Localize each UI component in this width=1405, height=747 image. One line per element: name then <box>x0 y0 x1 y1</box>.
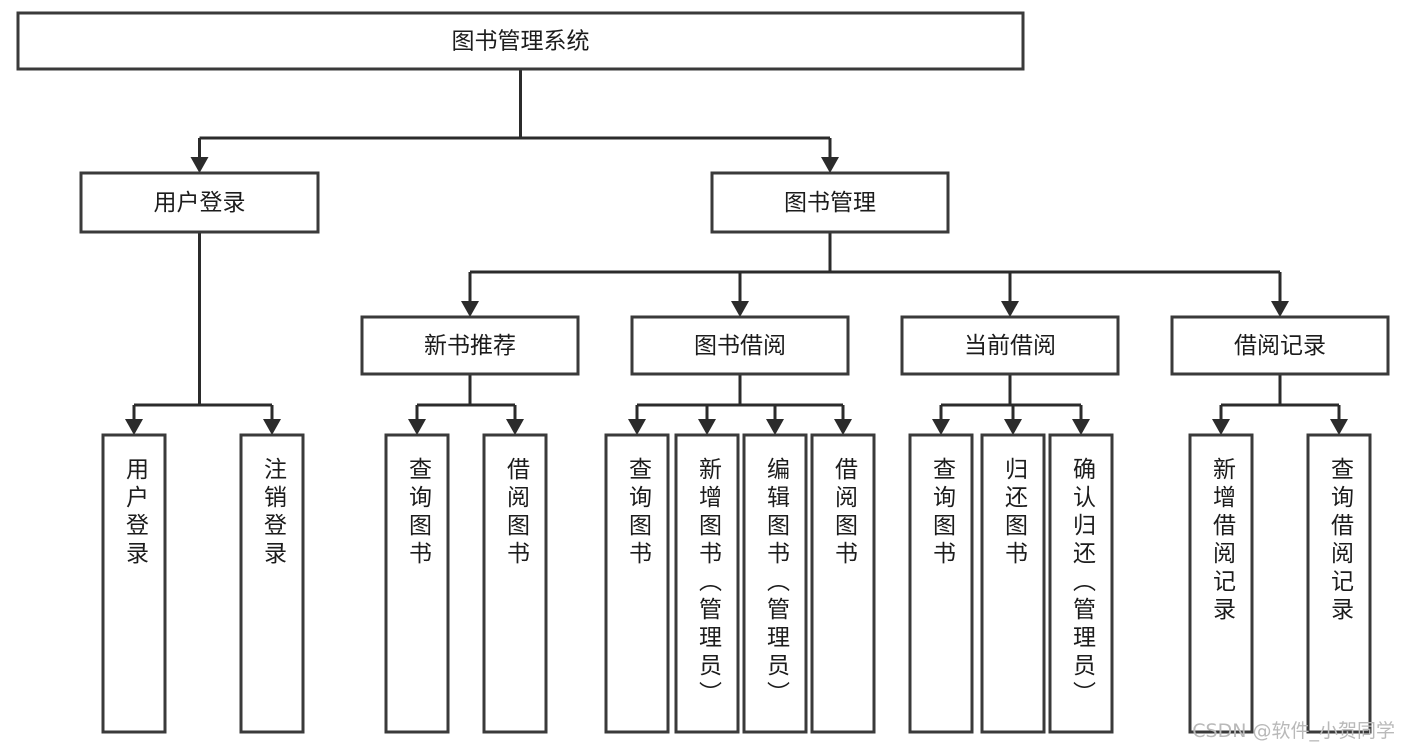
arrow-head-icon <box>821 157 839 173</box>
arrow-head-icon <box>125 419 143 435</box>
node-level3-2[interactable]: 当前借阅 <box>900 315 1120 376</box>
node-leaf-12[interactable] <box>1306 433 1372 734</box>
node-leaf-3[interactable] <box>482 433 548 734</box>
node-level2-0-label: 用户登录 <box>154 190 246 216</box>
node-root-label: 图书管理系统 <box>452 29 590 55</box>
node-leaf-12-rect[interactable] <box>1306 433 1372 734</box>
node-level3-3[interactable]: 借阅记录 <box>1170 315 1390 376</box>
arrow-head-icon <box>698 419 716 435</box>
node-leaf-8-rect[interactable] <box>908 433 974 734</box>
node-level3-1-label: 图书借阅 <box>694 333 786 359</box>
node-leaf-10[interactable] <box>1048 433 1114 734</box>
node-leaf-3-rect[interactable] <box>482 433 548 734</box>
node-level2-1-rect[interactable] <box>710 171 950 234</box>
node-level3-3-rect[interactable] <box>1170 315 1390 376</box>
arrow-head-icon <box>932 419 950 435</box>
arrow-head-icon <box>1001 301 1019 317</box>
arrow-head-icon <box>766 419 784 435</box>
node-level3-0-label: 新书推荐 <box>424 333 516 359</box>
node-leaf-11[interactable] <box>1188 433 1254 734</box>
node-level3-0-rect[interactable] <box>360 315 580 376</box>
arrow-head-icon <box>628 419 646 435</box>
arrow-head-icon <box>1330 419 1348 435</box>
node-leaf-9-rect[interactable] <box>980 433 1046 734</box>
node-leaf-9[interactable] <box>980 433 1046 734</box>
node-leaf-7[interactable] <box>810 433 876 734</box>
node-level2-1-label: 图书管理 <box>784 190 876 216</box>
node-leaf-0[interactable] <box>101 433 167 734</box>
node-leaf-4[interactable] <box>604 433 670 734</box>
arrow-head-icon <box>1004 419 1022 435</box>
node-level3-0[interactable]: 新书推荐 <box>360 315 580 376</box>
node-level3-2-rect[interactable] <box>900 315 1120 376</box>
node-level3-3-label: 借阅记录 <box>1234 333 1326 359</box>
arrow-head-icon <box>834 419 852 435</box>
node-leaf-10-rect[interactable] <box>1048 433 1114 734</box>
arrow-head-icon <box>461 301 479 317</box>
node-root-rect[interactable] <box>16 11 1025 71</box>
node-leaf-7-rect[interactable] <box>810 433 876 734</box>
node-leaf-8[interactable] <box>908 433 974 734</box>
arrow-head-icon <box>1212 419 1230 435</box>
node-leaf-6-rect[interactable] <box>742 433 808 734</box>
node-root[interactable]: 图书管理系统 <box>16 11 1025 71</box>
node-leaf-4-rect[interactable] <box>604 433 670 734</box>
node-leaf-11-rect[interactable] <box>1188 433 1254 734</box>
node-level2-1[interactable]: 图书管理 <box>710 171 950 234</box>
node-level2-0[interactable]: 用户登录 <box>79 171 320 234</box>
arrow-head-icon <box>1271 301 1289 317</box>
node-level2-0-rect[interactable] <box>79 171 320 234</box>
node-level3-2-label: 当前借阅 <box>964 333 1056 359</box>
arrow-head-icon <box>1072 419 1090 435</box>
node-leaf-1-rect[interactable] <box>239 433 305 734</box>
arrow-head-icon <box>190 157 209 173</box>
arrow-head-icon <box>506 419 524 435</box>
watermark-text: CSDN @软件_小贺同学 <box>1192 720 1395 742</box>
arrow-head-icon <box>408 419 426 435</box>
node-leaf-5-rect[interactable] <box>674 433 740 734</box>
arrow-head-icon <box>731 301 749 317</box>
node-leaf-5[interactable] <box>674 433 740 734</box>
node-level3-1[interactable]: 图书借阅 <box>630 315 850 376</box>
arrow-head-icon <box>263 419 281 435</box>
node-leaf-6[interactable] <box>742 433 808 734</box>
node-leaf-1[interactable] <box>239 433 305 734</box>
node-leaf-2-rect[interactable] <box>384 433 450 734</box>
node-level3-1-rect[interactable] <box>630 315 850 376</box>
node-leaf-2[interactable] <box>384 433 450 734</box>
node-leaf-0-rect[interactable] <box>101 433 167 734</box>
